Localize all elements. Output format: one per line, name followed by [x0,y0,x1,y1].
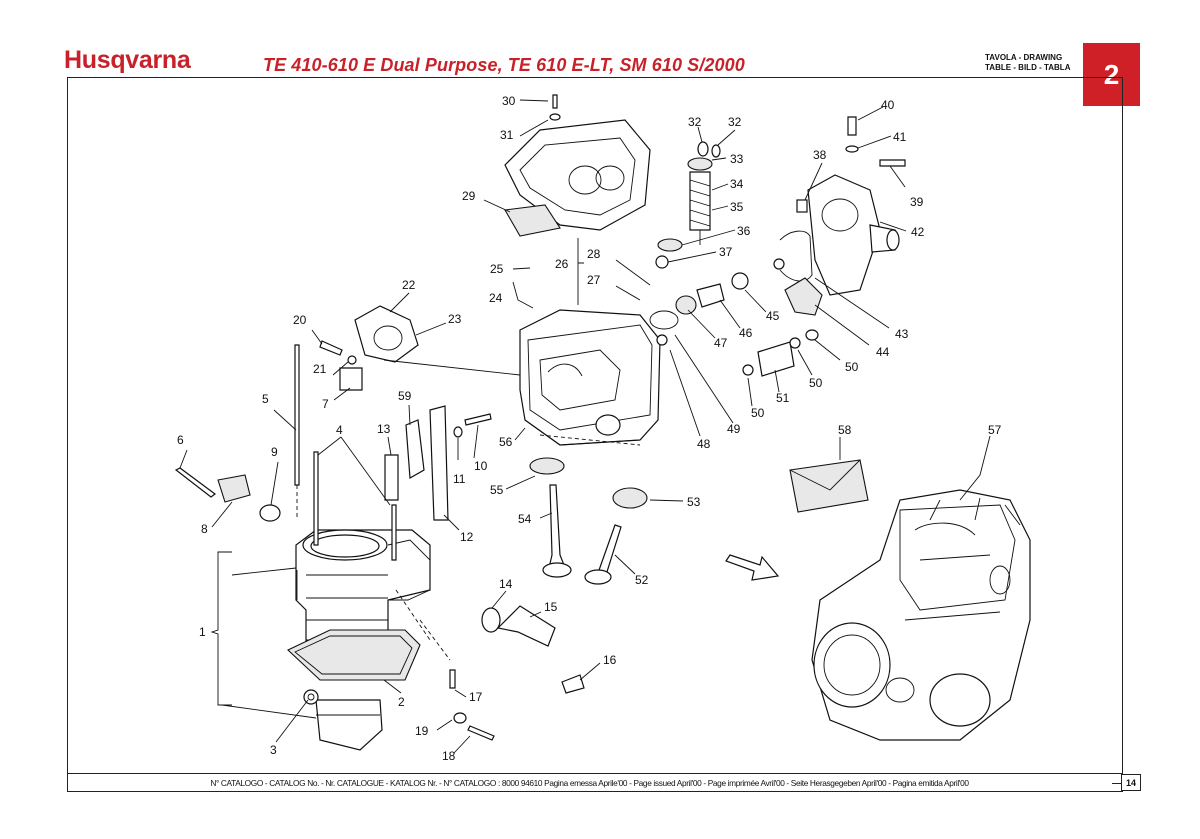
part-label: 41 [893,130,907,144]
part-label: 27 [587,273,601,287]
part-label: 55 [490,483,504,497]
part-label: 5 [262,392,269,406]
valve-spring-stack [655,141,721,269]
part-label: 31 [500,128,514,142]
part-label: 34 [730,177,744,191]
part-label: 50 [845,360,859,374]
page-number-tick [1112,783,1121,784]
catalogue-footer: N° CATALOGO - CATALOG No. - Nr. CATALOGU… [210,778,969,788]
part-label: 32 [728,115,742,129]
part-label: 39 [910,195,924,209]
part-label: 47 [714,336,728,350]
part-label: 43 [895,327,909,341]
water-pump-drawing [731,116,906,316]
part-label: 35 [730,200,744,214]
part-label: 28 [587,247,601,261]
part-label: 44 [876,345,890,359]
part-label: 6 [177,433,184,447]
part-label: 21 [313,362,327,376]
part-label: 57 [988,423,1002,437]
part-label: 1 [199,625,206,639]
head-cover-drawing [504,94,651,237]
part-label: 25 [490,262,504,276]
part-label: 14 [499,577,513,591]
part-label: 2 [398,695,405,709]
part-label: 26 [555,257,569,271]
part-label: 3 [270,743,277,757]
part-label: 53 [687,495,701,509]
engine-assembly-drawing [811,489,1031,741]
diagram-frame [67,77,1123,792]
part-label: 46 [739,326,753,340]
part-label: 9 [271,445,278,459]
part-label: 18 [442,749,456,763]
cylinder-drawing [287,344,451,751]
brand-logo: Husqvarna [64,46,191,74]
hose-bolts-drawing [449,605,585,741]
part-label: 22 [402,278,416,292]
part-label: 51 [776,391,790,405]
part-label: 36 [737,224,751,238]
part-label: 50 [809,376,823,390]
part-label: 49 [727,422,741,436]
drawing-label-line2: TABLE - BILD - TABLA [985,63,1071,72]
part-label: 33 [730,152,744,166]
part-label: 11 [453,472,466,486]
part-label: 40 [881,98,895,112]
part-label: 52 [635,573,649,587]
part-label: 17 [469,690,483,704]
part-label: 24 [489,291,503,305]
part-labels: 1 2 3 4 5 6 7 8 9 10 11 12 13 14 15 16 1… [177,94,1002,763]
part-label: 54 [518,512,532,526]
part-label: 19 [415,724,429,738]
model-title: TE 410-610 E Dual Purpose, TE 610 E-LT, … [263,55,745,75]
bearings-drawing [649,283,819,377]
part-label: 38 [813,148,827,162]
drawing-label-line1: TAVOLA - DRAWING [985,53,1063,62]
valves-drawing [529,457,648,585]
part-label: 50 [751,406,765,420]
part-label: 37 [719,245,733,259]
part-label: 13 [377,422,391,436]
part-label: 32 [688,115,702,129]
page-number: 14 [1121,774,1141,791]
part-label: 23 [448,312,462,326]
part-label: 48 [697,437,711,451]
part-label: 8 [201,522,208,536]
part-label: 7 [322,397,329,411]
part-label: 15 [544,600,558,614]
part-label: 59 [398,389,412,403]
table-number-badge: 2 [1083,43,1140,106]
footer-divider [67,773,1123,774]
drawing-label: TAVOLA - DRAWING TABLE - BILD - TABLA [985,53,1077,73]
part-label: 58 [838,423,852,437]
part-label: 10 [474,459,488,473]
part-label: 12 [460,530,474,544]
part-label: 45 [766,309,780,323]
part-label: 16 [603,653,617,667]
leader-lines [179,99,991,754]
intake-flange-drawing [319,305,419,391]
part-label: 30 [502,94,516,108]
cylinder-head-drawing [519,309,661,446]
arrow-and-kit [725,459,869,581]
part-label: 4 [336,423,343,437]
part-label: 42 [911,225,925,239]
misc-parts-left [174,405,492,522]
part-label: 29 [462,189,476,203]
part-label: 20 [293,313,307,327]
part-label: 56 [499,435,513,449]
